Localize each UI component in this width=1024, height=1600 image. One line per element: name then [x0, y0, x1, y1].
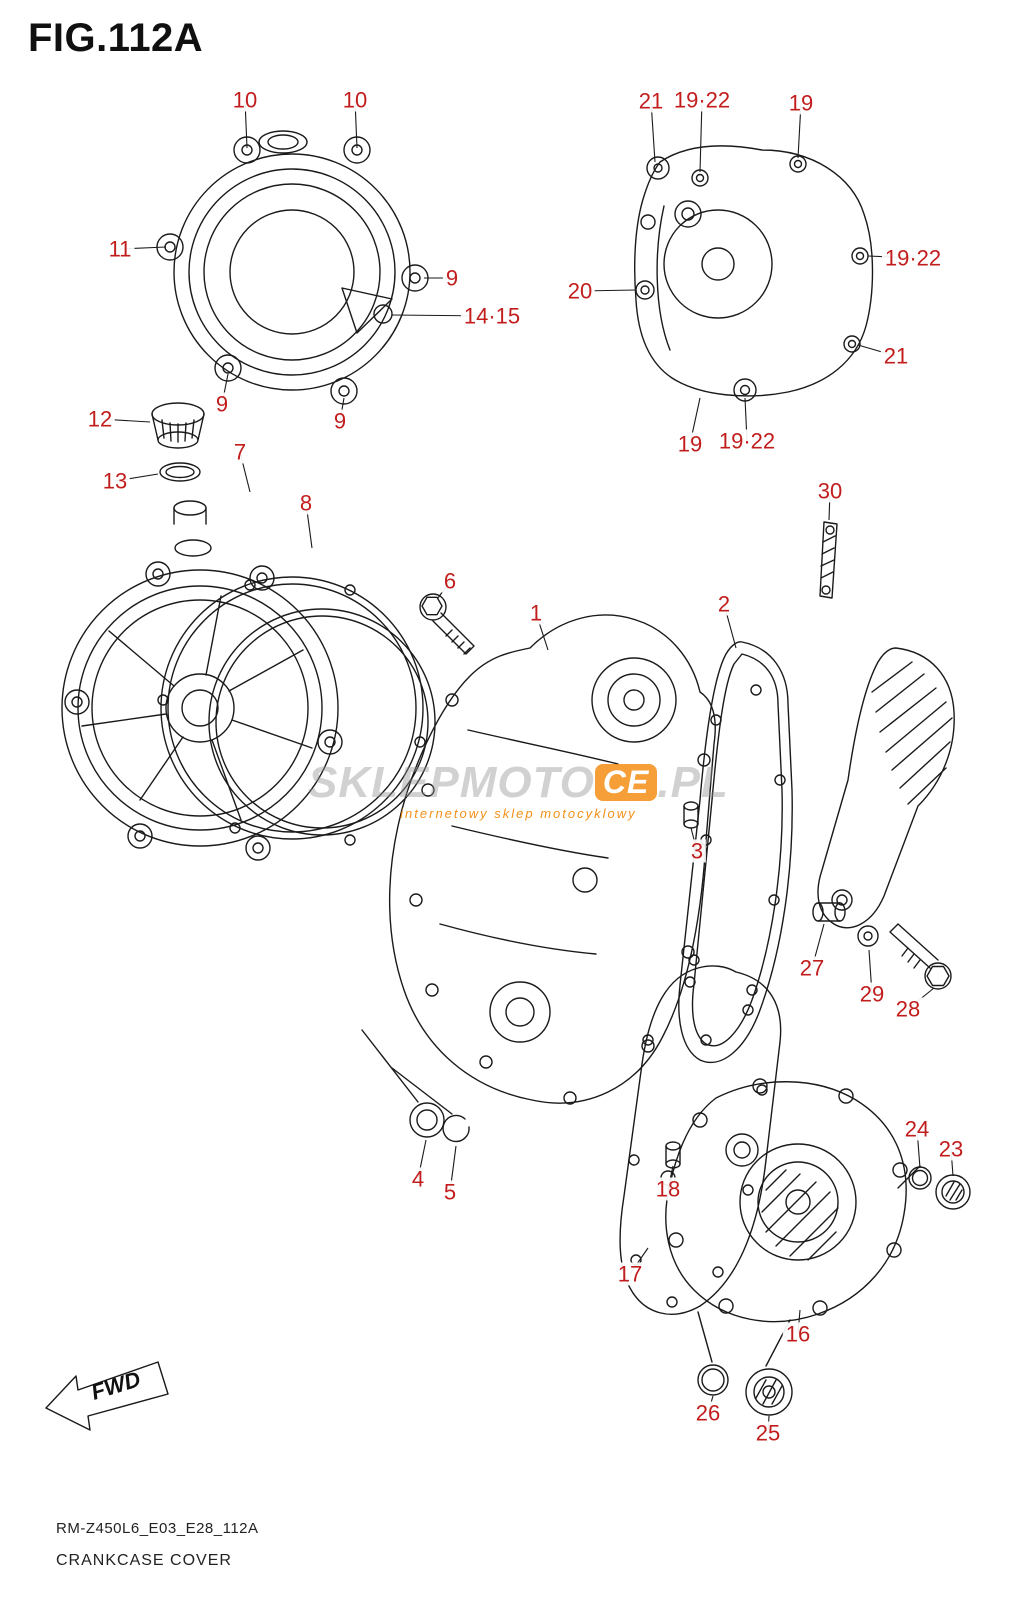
bolt-6-drawing [419, 593, 475, 655]
clutch-cover-inner-drawing [61, 539, 343, 861]
magneto-cover-outer-drawing [634, 145, 874, 402]
magneto-gasket-17-drawing [619, 965, 782, 1315]
plug-25-26-drawing [697, 1364, 793, 1416]
plug-23-24-drawing [908, 1166, 971, 1210]
sprocket-guard-drawing [812, 647, 955, 990]
document-code: RM-Z450L6_E03_E28_112A [56, 1520, 259, 1537]
magneto-gasket-drawing [678, 641, 793, 1063]
page-title: FIG.112A [28, 16, 204, 60]
crankcase-cover-drawing [361, 614, 716, 1115]
seal-and-ring-drawing [409, 1102, 470, 1143]
fwd-label: FWD [88, 1366, 143, 1405]
dowel-3-drawing [683, 801, 699, 829]
clutch-cover-outer-drawing [156, 130, 429, 405]
magneto-cover-inner-drawing [660, 1078, 921, 1367]
strap-30-drawing [819, 521, 838, 599]
clutch-gasket-drawings [157, 576, 436, 846]
filler-cap-drawing [151, 402, 207, 525]
figure-name: CRANKCASE COVER [56, 1552, 232, 1569]
fwd-arrow: FWD [45, 1361, 169, 1431]
